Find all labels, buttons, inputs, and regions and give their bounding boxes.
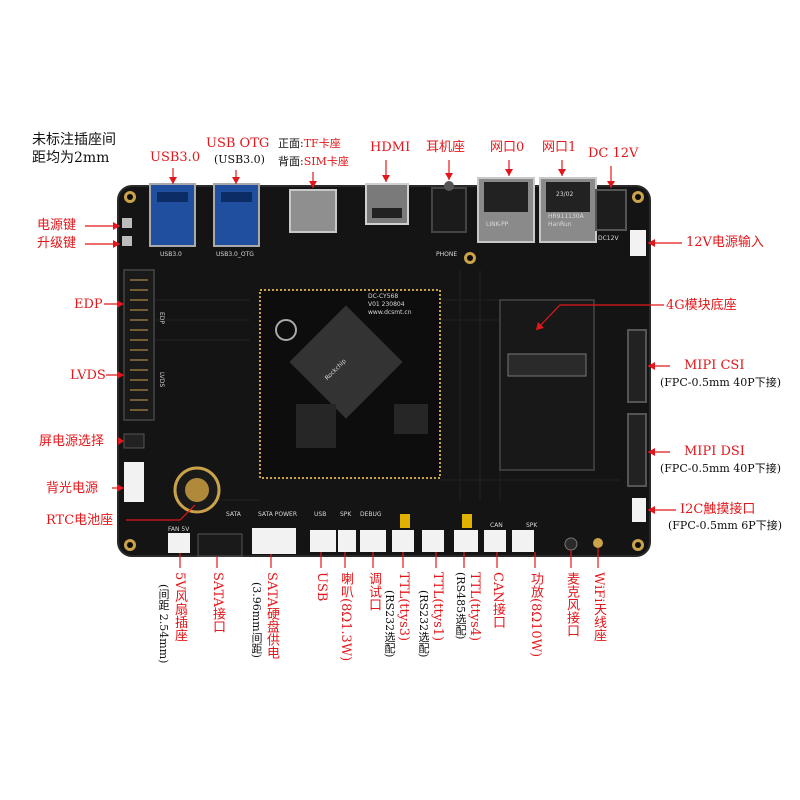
screen-power-jumper: [123, 433, 145, 449]
label-mipi-csi: MIPI CSI: [684, 358, 745, 373]
label-power-key: 电源键: [37, 218, 77, 233]
label-hdmi: HDMI: [370, 140, 411, 155]
label-ttys3: TTL(ttys3): [396, 572, 411, 642]
silk-model: DC-CY568: [368, 293, 398, 300]
tf-front-name: TF卡座: [303, 137, 341, 150]
sim-back-name: SIM卡座: [303, 155, 349, 168]
label-mic: 麦克风接口: [564, 572, 579, 637]
wifi-antenna-socket: [593, 538, 603, 548]
i2c-touch-connector: [632, 498, 646, 522]
label-usb-otg-sub: (USB3.0): [214, 153, 265, 166]
sata-power-connector: [252, 528, 296, 554]
silk-fan: FAN 5V: [168, 526, 190, 533]
silk-phone: PHONE: [436, 251, 457, 258]
label-dc-12v: DC 12V: [588, 146, 639, 161]
label-12v-input: 12V电源输入: [686, 235, 764, 250]
label-speaker: 喇叭(8Ω1.3W): [338, 572, 353, 662]
label-can: CAN接口: [490, 572, 505, 629]
label-mipi-csi-sub: (FPC-0.5mm 40P下接): [660, 376, 781, 389]
label-screen-power: 屏电源选择: [39, 434, 105, 449]
silk-can: CAN: [490, 522, 503, 529]
label-amp: 功放(8Ω10W): [528, 572, 543, 658]
label-sata-power: SATA硬盘供电: [264, 572, 279, 659]
label-tf-card: 正面:TF卡座: [278, 137, 341, 150]
silk-usb-otg: USB3.0_OTG: [216, 251, 254, 258]
silk-eth-model: HR911130A: [548, 213, 585, 220]
spacing-note-line2: 距均为2mm: [32, 150, 110, 166]
dc-jack: [595, 189, 627, 231]
upgrade-button: [122, 236, 132, 246]
silk-lvds: LVDS: [158, 372, 165, 387]
backlight-connector: [124, 462, 144, 502]
silk-debug: DEBUG: [360, 511, 382, 518]
mipi-dsi-connector: [627, 413, 647, 487]
tf-card-slot: [289, 189, 337, 233]
label-fan: 5V风扇插座: [172, 572, 187, 642]
speaker-header: [338, 530, 356, 552]
label-i2c-touch: I2C触摸接口: [680, 502, 756, 517]
label-rtc: RTC电池座: [46, 513, 114, 528]
label-sim-card: 背面:SIM卡座: [278, 155, 349, 168]
ttys1-header: [422, 530, 444, 552]
label-ttys1-sub: (RS232选配): [417, 590, 430, 658]
silk-eth-brand: HanRun: [548, 221, 572, 228]
silk-sata-power: SATA POWER: [258, 511, 297, 518]
label-earphone: 耳机座: [426, 140, 466, 155]
power-input-header: [630, 230, 646, 256]
sim-back-prefix: 背面:: [278, 155, 304, 168]
label-usb3: USB3.0: [150, 150, 201, 165]
mipi-csi-connector: [627, 329, 647, 403]
silk-site: www.dcsmt.cn: [368, 309, 412, 316]
sata-connector: [197, 533, 243, 557]
silk-edp: EDP: [158, 312, 165, 324]
edp-connector: [123, 269, 155, 421]
spacing-note-line1: 未标注插座间: [32, 132, 116, 148]
label-mipi-dsi: MIPI DSI: [684, 444, 745, 459]
label-eth0: 网口0: [490, 140, 525, 155]
label-edp: EDP: [74, 297, 103, 312]
4g-module-slot: [499, 299, 595, 471]
label-sata: SATA接口: [210, 572, 225, 633]
silk-version: V01 230804: [368, 301, 405, 308]
label-upgrade-key: 升级键: [37, 236, 77, 251]
label-ttys1: TTL(ttys1): [430, 572, 445, 642]
label-ttys3-sub: (RS232选配): [383, 590, 396, 658]
label-lvds: LVDS: [70, 368, 106, 383]
label-4g-module: 4G模块底座: [666, 298, 737, 313]
mic-jack: [564, 537, 578, 551]
usb-header: [310, 530, 336, 552]
label-ttys4-sub: (RS485选配): [454, 572, 467, 640]
earphone-jack: [431, 187, 467, 233]
label-usb-otg: USB OTG: [206, 136, 270, 151]
ttys3-header: [392, 530, 414, 552]
tf-front-prefix: 正面:: [278, 137, 304, 150]
power-button: [122, 218, 132, 228]
label-eth1: 网口1: [542, 140, 577, 155]
silk-sata: SATA: [226, 511, 242, 518]
label-fan-sub: (间距 2.54mm): [157, 584, 170, 664]
silk-usb: USB: [314, 511, 326, 518]
silk-eth-date: 23/02: [556, 191, 573, 198]
silk-spk2: SPK: [526, 522, 538, 529]
silk-usb3: USB3.0: [160, 251, 182, 258]
debug-header: [360, 530, 386, 552]
label-sata-power-sub: (3.96mm间距): [250, 582, 263, 658]
label-i2c-touch-sub: (FPC-0.5mm 6P下接): [668, 519, 783, 532]
amp-header: [512, 530, 534, 552]
can-header: [484, 530, 506, 552]
mounting-holes: [124, 191, 644, 551]
ttys4-header: [454, 530, 478, 552]
label-ttys4: TTL(ttys4): [467, 572, 482, 642]
label-mipi-dsi-sub: (FPC-0.5mm 40P下接): [660, 462, 781, 475]
silk-eth-left: LINK-PP: [486, 221, 509, 228]
soc-chip: [289, 305, 403, 419]
label-wifi: WiFi天线座: [591, 572, 606, 642]
label-debug: 调试口: [366, 572, 381, 611]
label-backlight: 背光电源: [46, 481, 99, 496]
silk-dc: DC12V: [598, 235, 619, 242]
silk-spk: SPK: [340, 511, 352, 518]
fan-header: [168, 533, 190, 553]
label-usb: USB: [314, 572, 329, 602]
